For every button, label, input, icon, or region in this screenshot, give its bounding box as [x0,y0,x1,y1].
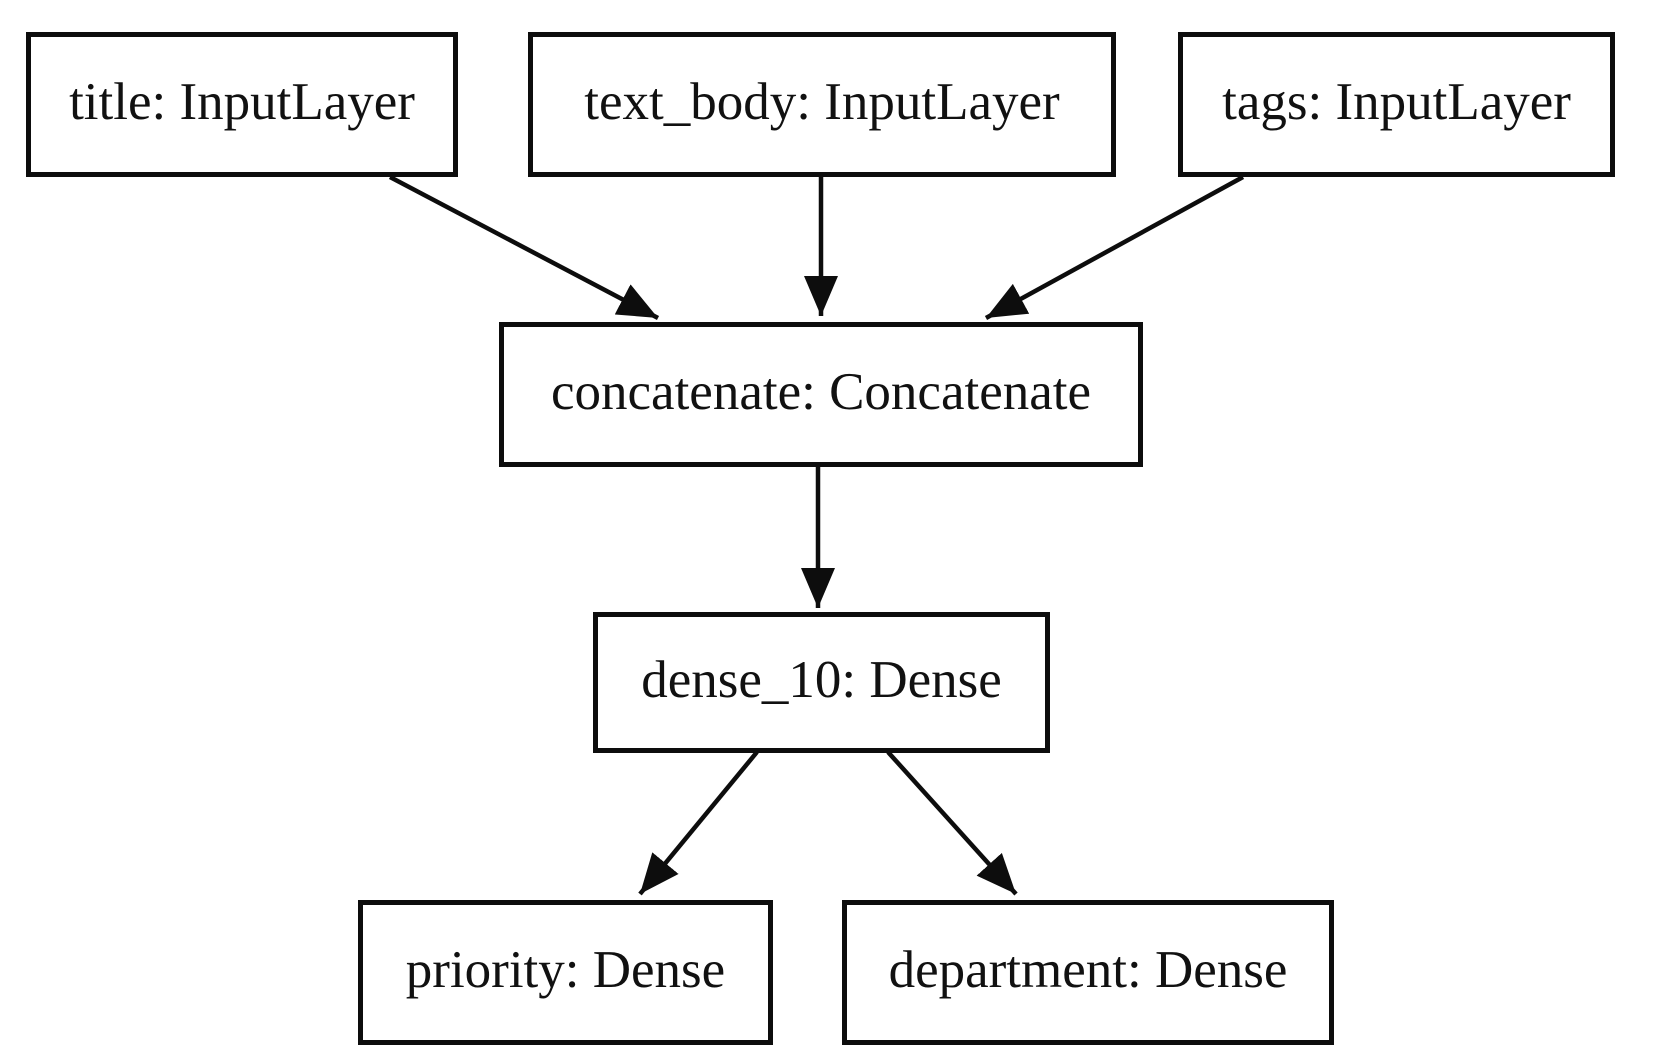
node-concatenate-label: concatenate: Concatenate [551,363,1091,421]
node-tags-label: tags: InputLayer [1222,73,1571,131]
node-dense10-label: dense_10: Dense [641,651,1002,709]
node-tags-inputlayer: tags: InputLayer [1178,32,1615,177]
edge-tags-to-concatenate [984,175,1245,320]
node-department-dense: department: Dense [842,900,1334,1045]
edge-dense10-to-priority [638,750,759,896]
node-department-label: department: Dense [888,941,1288,999]
node-title-label: title: InputLayer [69,73,415,131]
node-priority-label: priority: Dense [405,941,726,999]
node-dense10: dense_10: Dense [593,612,1050,753]
node-priority-dense: priority: Dense [358,900,773,1045]
node-textbody-inputlayer: text_body: InputLayer [528,32,1116,177]
edge-title-to-concatenate [388,175,660,320]
node-textbody-label: text_body: InputLayer [584,73,1060,131]
node-title-inputlayer: title: InputLayer [26,32,458,177]
edge-dense10-to-department [886,750,1018,896]
node-concatenate: concatenate: Concatenate [499,322,1143,467]
